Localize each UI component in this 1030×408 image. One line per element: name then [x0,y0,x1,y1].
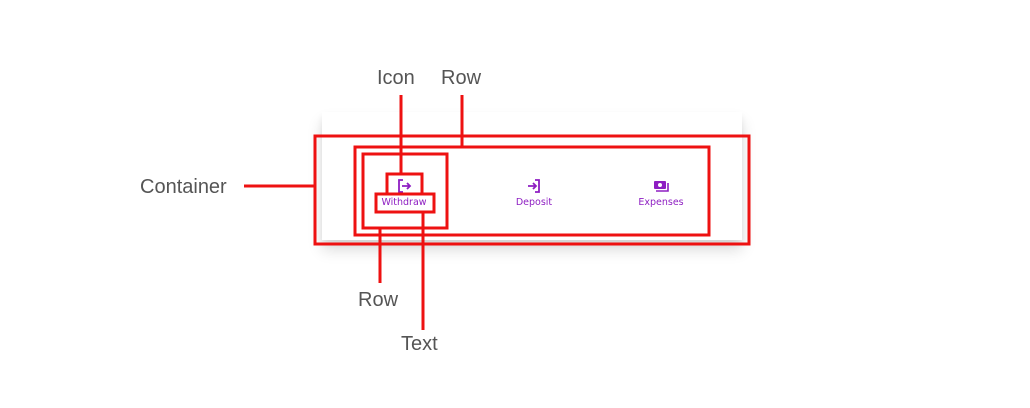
nav-item-label: Withdraw [381,197,427,208]
logout-arrow-icon [398,179,412,193]
annotation-label-row-bottom: Row [358,289,399,311]
nav-item-label: Deposit [515,197,553,208]
nav-item-label: Expenses [638,197,684,208]
wallet-cash-icon [654,181,669,192]
nav-item-withdraw[interactable]: Withdraw [372,177,436,208]
nav-item-deposit[interactable]: Deposit [502,177,566,208]
nav-item-expenses[interactable]: Expenses [628,177,694,208]
annotation-label-icon: Icon [377,67,415,89]
annotation-label-text: Text [401,333,438,355]
annotation-label-row-top: Row [441,67,482,89]
login-arrow-icon [528,179,540,193]
nav-card [322,112,742,240]
annotation-label-container: Container [140,176,227,198]
